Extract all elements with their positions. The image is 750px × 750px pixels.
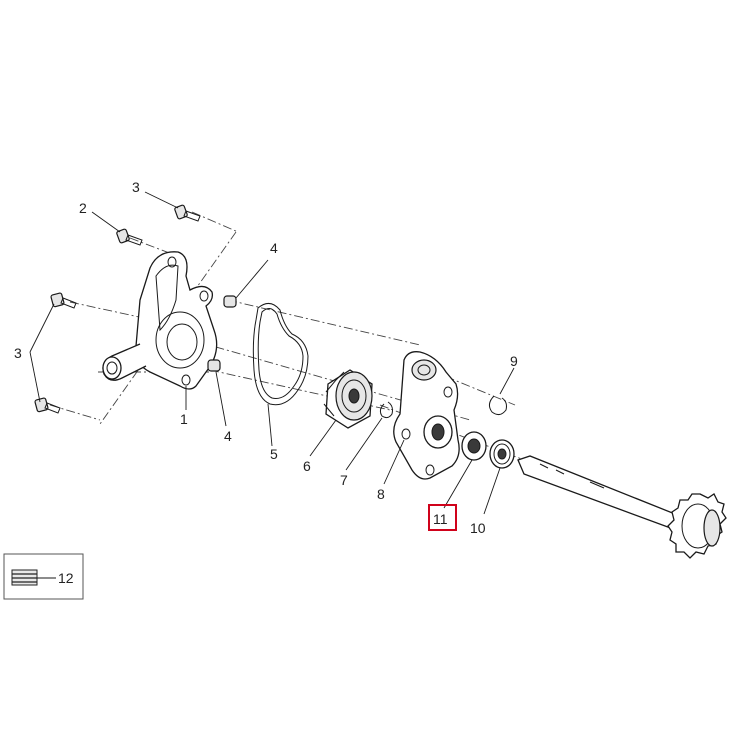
screw-part-2[interactable] — [116, 228, 143, 246]
screw-part-3-left-upper[interactable] — [50, 292, 77, 309]
impeller-part-6[interactable] — [323, 369, 373, 429]
assembly-axis-lines — [49, 211, 541, 467]
callout-3-left: 3 — [14, 345, 22, 361]
callout-12: 12 — [58, 570, 74, 586]
pump-cover-part-1[interactable] — [102, 251, 218, 390]
gasket-o-ring-part-5[interactable] — [252, 303, 309, 406]
callout-3-top: 3 — [132, 179, 140, 195]
callout-4-top: 4 — [270, 240, 278, 256]
callout-9: 9 — [510, 353, 518, 369]
bearing-part-10[interactable] — [489, 439, 515, 469]
callout-7: 7 — [340, 472, 348, 488]
circlip-part-7[interactable] — [379, 401, 393, 419]
callout-11: 11 — [433, 511, 448, 527]
pump-body-part-8[interactable] — [393, 351, 460, 480]
seal-part-11[interactable] — [461, 431, 487, 461]
callout-labels: 1 2 3 3 4 4 5 6 7 8 9 10 11 — [14, 179, 518, 536]
callout-11-highlight-box — [428, 504, 457, 531]
callout-1: 1 — [180, 411, 188, 427]
callout-4-bottom: 4 — [224, 428, 232, 444]
threadlock-tube-icon — [11, 569, 38, 586]
clip-part-9[interactable] — [488, 395, 507, 416]
dowel-part-4-top[interactable] — [223, 295, 237, 308]
callout-2: 2 — [79, 200, 87, 216]
callout-5: 5 — [270, 446, 278, 462]
callout-10: 10 — [470, 520, 486, 536]
screw-part-3-left-lower[interactable] — [34, 397, 61, 414]
dowel-part-4-bottom[interactable] — [207, 359, 221, 372]
pump-shaft-with-gear[interactable] — [517, 455, 727, 559]
callout-leader-lines — [29, 191, 515, 515]
callout-6: 6 — [303, 458, 311, 474]
callout-8: 8 — [377, 486, 385, 502]
legend-box-part-12: 12 — [3, 553, 84, 600]
screw-part-3-top[interactable] — [174, 204, 201, 222]
